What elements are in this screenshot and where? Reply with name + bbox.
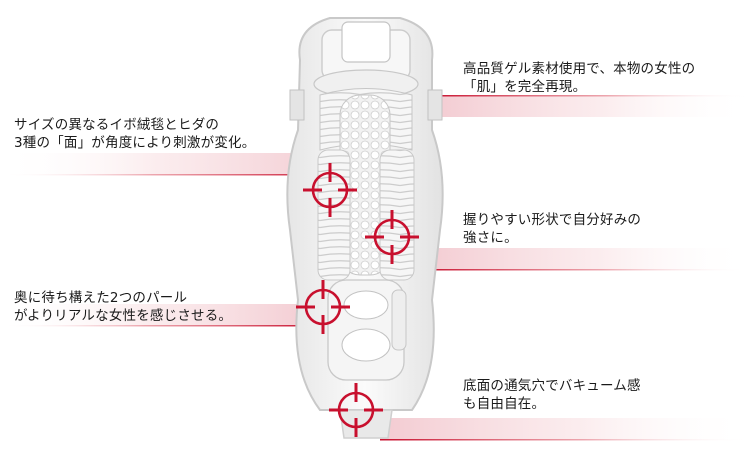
caption-face-line1: サイズの異なるイボ絨毯とヒダの xyxy=(14,117,220,133)
caption-pearl: 奥に待ち構えた2つのパール がよりリアルな女性を感じさせる。 xyxy=(14,289,232,325)
crosshair-icon xyxy=(329,383,383,437)
product-body xyxy=(286,17,444,439)
caption-skin: 高品質ゲル素材使用で、本物の女性の 「肌」を完全再現。 xyxy=(463,60,695,96)
callout-bar-pearl-line xyxy=(0,325,320,327)
callout-bar-grip-line xyxy=(420,269,750,271)
caption-skin-line2: 「肌」を完全再現。 xyxy=(463,79,587,95)
marker-grip xyxy=(365,210,419,264)
callout-bar-base-line xyxy=(380,439,750,441)
callout-bar-face-line xyxy=(0,174,340,176)
caption-base-line2: も自由自在。 xyxy=(463,396,546,412)
caption-base: 底面の通気穴でバキューム感 も自由自在。 xyxy=(463,377,641,413)
callout-bar-face xyxy=(0,153,340,175)
caption-grip: 握りやすい形状で自分好みの 強さに。 xyxy=(463,211,641,247)
callout-bars xyxy=(0,95,750,441)
caption-face-line2: 3種の「面」が角度により刺激が変化。 xyxy=(14,135,256,151)
crosshair-icon xyxy=(303,163,357,217)
callout-bar-pearl xyxy=(0,304,320,326)
caption-grip-line1: 握りやすい形状で自分好みの xyxy=(463,212,642,228)
caption-pearl-line1: 奥に待ち構えた2つのパール xyxy=(14,290,188,306)
caption-base-line1: 底面の通気穴でバキューム感 xyxy=(463,378,641,394)
caption-face: サイズの異なるイボ絨毯とヒダの 3種の「面」が角度により刺激が変化。 xyxy=(14,116,255,152)
marker-base xyxy=(329,383,383,437)
caption-skin-line1: 高品質ゲル素材使用で、本物の女性の xyxy=(463,61,696,77)
marker-pearl xyxy=(296,280,350,334)
caption-pearl-line2: がよりリアルな女性を感じさせる。 xyxy=(14,308,233,324)
crosshair-icon xyxy=(296,280,350,334)
marker-face xyxy=(303,163,357,217)
callout-bar-base xyxy=(380,418,750,440)
crosshair-icon xyxy=(365,210,419,264)
caption-grip-line2: 強さに。 xyxy=(463,230,518,246)
callout-bar-skin-line xyxy=(430,95,750,97)
callout-bar-grip xyxy=(420,248,750,270)
callout-bar-skin xyxy=(430,95,750,117)
